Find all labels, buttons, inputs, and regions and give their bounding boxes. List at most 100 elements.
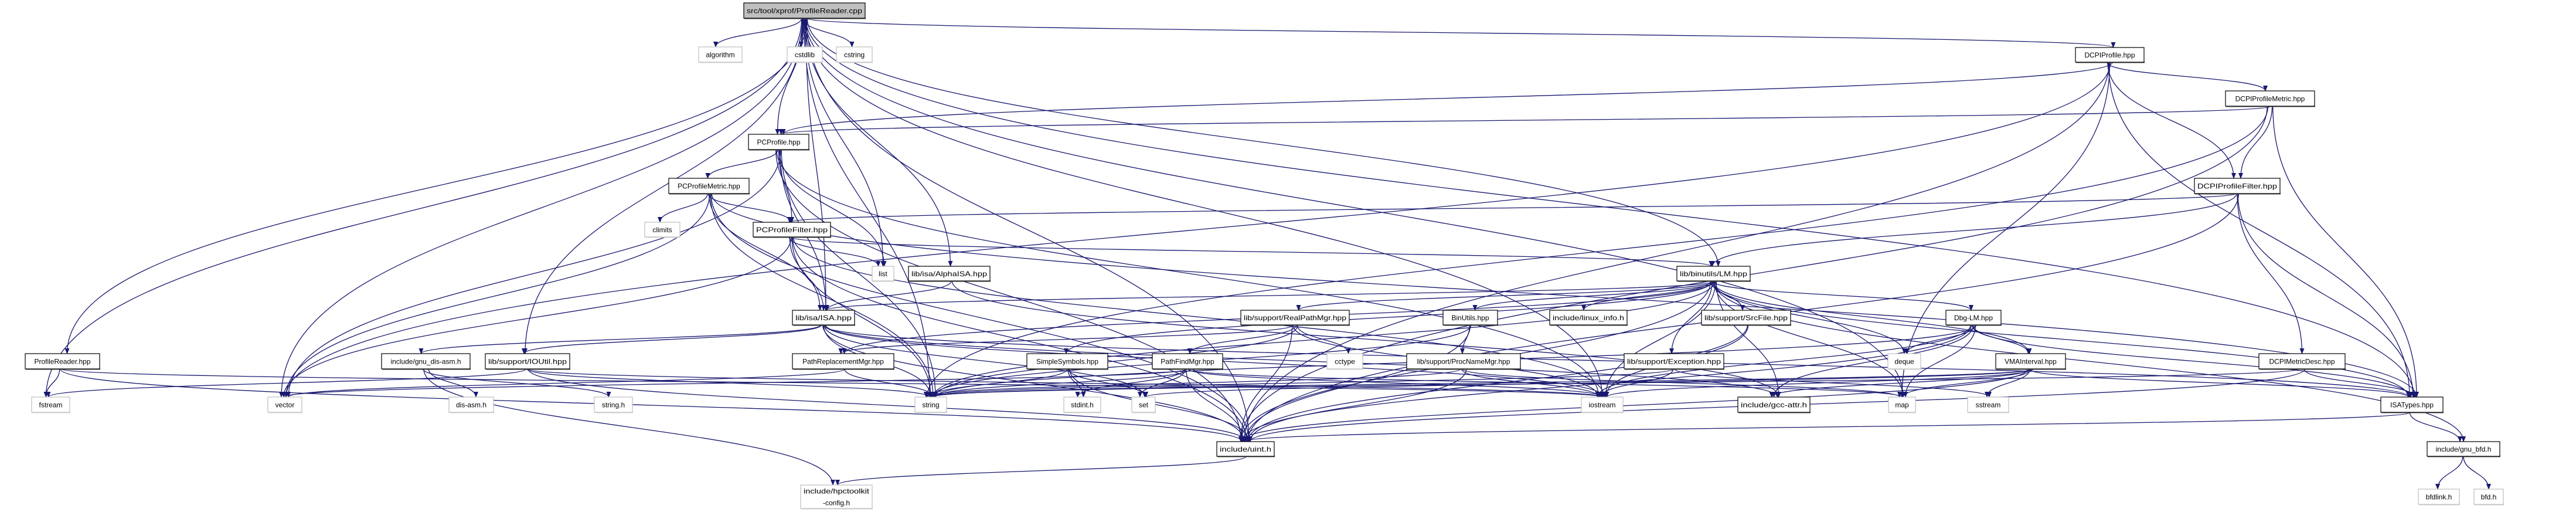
edge-VMAInterval-to-iostream xyxy=(1604,368,2034,398)
edge-gnu_bfd-to-bfdlink xyxy=(2435,456,2463,490)
edge-root-to-algorithm xyxy=(713,18,802,48)
node-gnu_bfd[interactable]: include/gnu_bfd.h xyxy=(2427,441,2500,457)
node-VMAInterval[interactable]: VMAInterval.hpp xyxy=(1995,353,2066,370)
node-set: set xyxy=(1131,396,1156,413)
node-ISA[interactable]: lib/isa/ISA.hpp xyxy=(792,310,855,326)
edge-root-to-map xyxy=(805,18,1905,398)
edge-DCPIProfileMetric-to-uint_h xyxy=(1238,106,2268,442)
edge-root-to-cstring xyxy=(802,18,855,48)
edge-VMAInterval-to-ISATypes xyxy=(2028,368,2411,398)
edges-layer xyxy=(43,18,2491,490)
node-label: include/linux_info.h xyxy=(1553,314,1624,322)
node-SrcFile[interactable]: lib/support/SrcFile.hpp xyxy=(1701,310,1791,326)
edge-PCProfileMetric-to-climits xyxy=(658,193,708,223)
edge-LM-to-ISA xyxy=(823,280,1716,311)
edge-LM-to-iostream xyxy=(1603,280,1716,398)
edge-root-to-ISATypes xyxy=(805,18,2417,398)
edge-root-to-PCProfile xyxy=(775,18,804,135)
node-PCProfileMetric[interactable]: PCProfileMetric.hpp xyxy=(668,178,750,195)
node-DCPIProfileMetric[interactable]: DCPIProfileMetric.hpp xyxy=(2225,90,2315,107)
node-label: ProfileReader.hpp xyxy=(34,358,90,366)
edge-DCPIProfileFilter-to-DCPIMetricDesc xyxy=(2237,193,2305,354)
node-label: lib/support/ProcNameMgr.hpp xyxy=(1417,358,1510,366)
node-box xyxy=(908,266,991,282)
edge-PCProfileFilter-to-uint_h xyxy=(792,236,1249,442)
node-box xyxy=(792,310,855,325)
edge-DbgLM-to-map xyxy=(1903,324,1976,398)
edge-DCPIProfileMetric-to-ISATypes xyxy=(2272,106,2419,398)
node-Exception[interactable]: lib/support/Exception.hpp xyxy=(1624,353,1724,370)
node-label: lib/support/RealPathMgr.hpp xyxy=(1244,314,1346,322)
node-PathFindMgr[interactable]: PathFindMgr.hpp xyxy=(1152,353,1223,370)
node-RealPathMgr[interactable]: lib/support/RealPathMgr.hpp xyxy=(1240,310,1350,326)
node-DCPIMetricDesc[interactable]: DCPIMetricDesc.hpp xyxy=(2258,353,2346,370)
node-PathReplacementMgr[interactable]: PathReplacementMgr.hpp xyxy=(792,353,894,370)
node-AlphaISA[interactable]: lib/isa/AlphaISA.hpp xyxy=(908,266,991,282)
edge-gnu_bfd-to-bfd xyxy=(2463,456,2491,490)
node-list: list xyxy=(872,266,894,282)
node-linux_info[interactable]: include/linux_info.h xyxy=(1549,310,1628,326)
node-root: src/tool/xprof/ProfileReader.cpp xyxy=(743,2,866,19)
node-algorithm: algorithm xyxy=(698,46,743,63)
edge-gnu_dis_asm-to-string_h xyxy=(423,368,611,398)
edge-LM-to-SimpleSymbols xyxy=(1064,280,1713,354)
edge-PathFindMgr-to-stdint_h xyxy=(1075,368,1185,398)
node-ProcNameMgr[interactable]: lib/support/ProcNameMgr.hpp xyxy=(1406,353,1521,370)
node-BinUtils[interactable]: BinUtils.hpp xyxy=(1442,310,1498,326)
node-box xyxy=(1152,353,1223,369)
edge-ISA-to-ISATypes xyxy=(821,324,2412,398)
edge-PCProfileFilter-to-string xyxy=(791,236,933,398)
node-string: string xyxy=(914,396,947,413)
node-box xyxy=(1888,396,1916,413)
node-label: DCPIProfileFilter.hpp xyxy=(2197,182,2277,191)
node-label: PCProfileMetric.hpp xyxy=(678,182,740,191)
node-gnu_dis_asm[interactable]: include/gnu_dis-asm.h xyxy=(381,353,471,370)
node-IOUtil[interactable]: lib/support/IOUtil.hpp xyxy=(485,353,570,370)
node-PCProfile[interactable]: PCProfile.hpp xyxy=(748,134,809,151)
node-box xyxy=(753,222,831,238)
edge-AlphaISA-to-ISA xyxy=(825,280,952,311)
node-DCPIProfile[interactable]: DCPIProfile.hpp xyxy=(2075,47,2145,63)
node-box xyxy=(1945,310,2002,325)
node-gcc_attr[interactable]: include/gcc-attr.h xyxy=(1737,396,1811,413)
edge-DCPIProfile-to-uint_h xyxy=(1242,62,2109,442)
node-box xyxy=(1326,353,1363,369)
node-PCProfileFilter[interactable]: PCProfileFilter.hpp xyxy=(753,222,831,238)
node-LM[interactable]: lib/binutils/LM.hpp xyxy=(1676,266,1751,282)
node-label: stdint.h xyxy=(1071,401,1094,409)
node-box xyxy=(787,46,823,63)
edge-ProcNameMgr-to-uint_h xyxy=(1248,368,1467,442)
node-label: set xyxy=(1139,401,1149,409)
node-DCPIProfileFilter[interactable]: DCPIProfileFilter.hpp xyxy=(2194,178,2281,195)
node-box xyxy=(2225,90,2315,107)
node-label: include/gcc-attr.h xyxy=(1741,401,1807,409)
edge-LM-to-linux_info xyxy=(1581,280,1711,311)
edge-Exception-to-string xyxy=(928,368,1675,398)
node-cctype: cctype xyxy=(1326,353,1363,370)
node-map: map xyxy=(1888,396,1916,413)
edge-root-to-fstream xyxy=(43,18,802,398)
node-box xyxy=(698,46,743,63)
edge-DCPIProfile-to-ISATypes xyxy=(2108,62,2412,398)
edge-DCPIProfile-to-DCPIProfileMetric xyxy=(2107,62,2268,91)
node-SimpleSymbols[interactable]: SimpleSymbols.hpp xyxy=(1026,353,1108,370)
edge-root-to-LM xyxy=(807,18,1721,267)
node-box xyxy=(1967,396,2009,413)
edge-ISA-to-gcc_attr xyxy=(825,324,1780,398)
edge-PathFindMgr-to-set xyxy=(1138,368,1186,398)
node-ISATypes[interactable]: ISATypes.hpp xyxy=(2380,396,2444,413)
node-uint_h[interactable]: include/uint.h xyxy=(1216,441,1275,457)
node-ProfileReaderHpp[interactable]: ProfileReader.hpp xyxy=(25,353,100,370)
node-label: include/uint.h xyxy=(1220,445,1271,453)
node-label: DCPIMetricDesc.hpp xyxy=(2269,358,2335,366)
node-box xyxy=(872,266,894,282)
node-vector: vector xyxy=(267,396,302,413)
node-box xyxy=(800,484,873,509)
node-DbgLM[interactable]: Dbg-LM.hpp xyxy=(1945,310,2002,326)
node-deque: deque xyxy=(1887,353,1921,370)
edge-DCPIProfileFilter-to-PCProfileFilter xyxy=(787,193,2237,223)
edge-AlphaISA-to-gcc_attr xyxy=(951,280,1781,398)
edge-PCProfile-to-string xyxy=(781,149,938,398)
edge-SrcFile-to-uint_h xyxy=(1246,324,1748,442)
